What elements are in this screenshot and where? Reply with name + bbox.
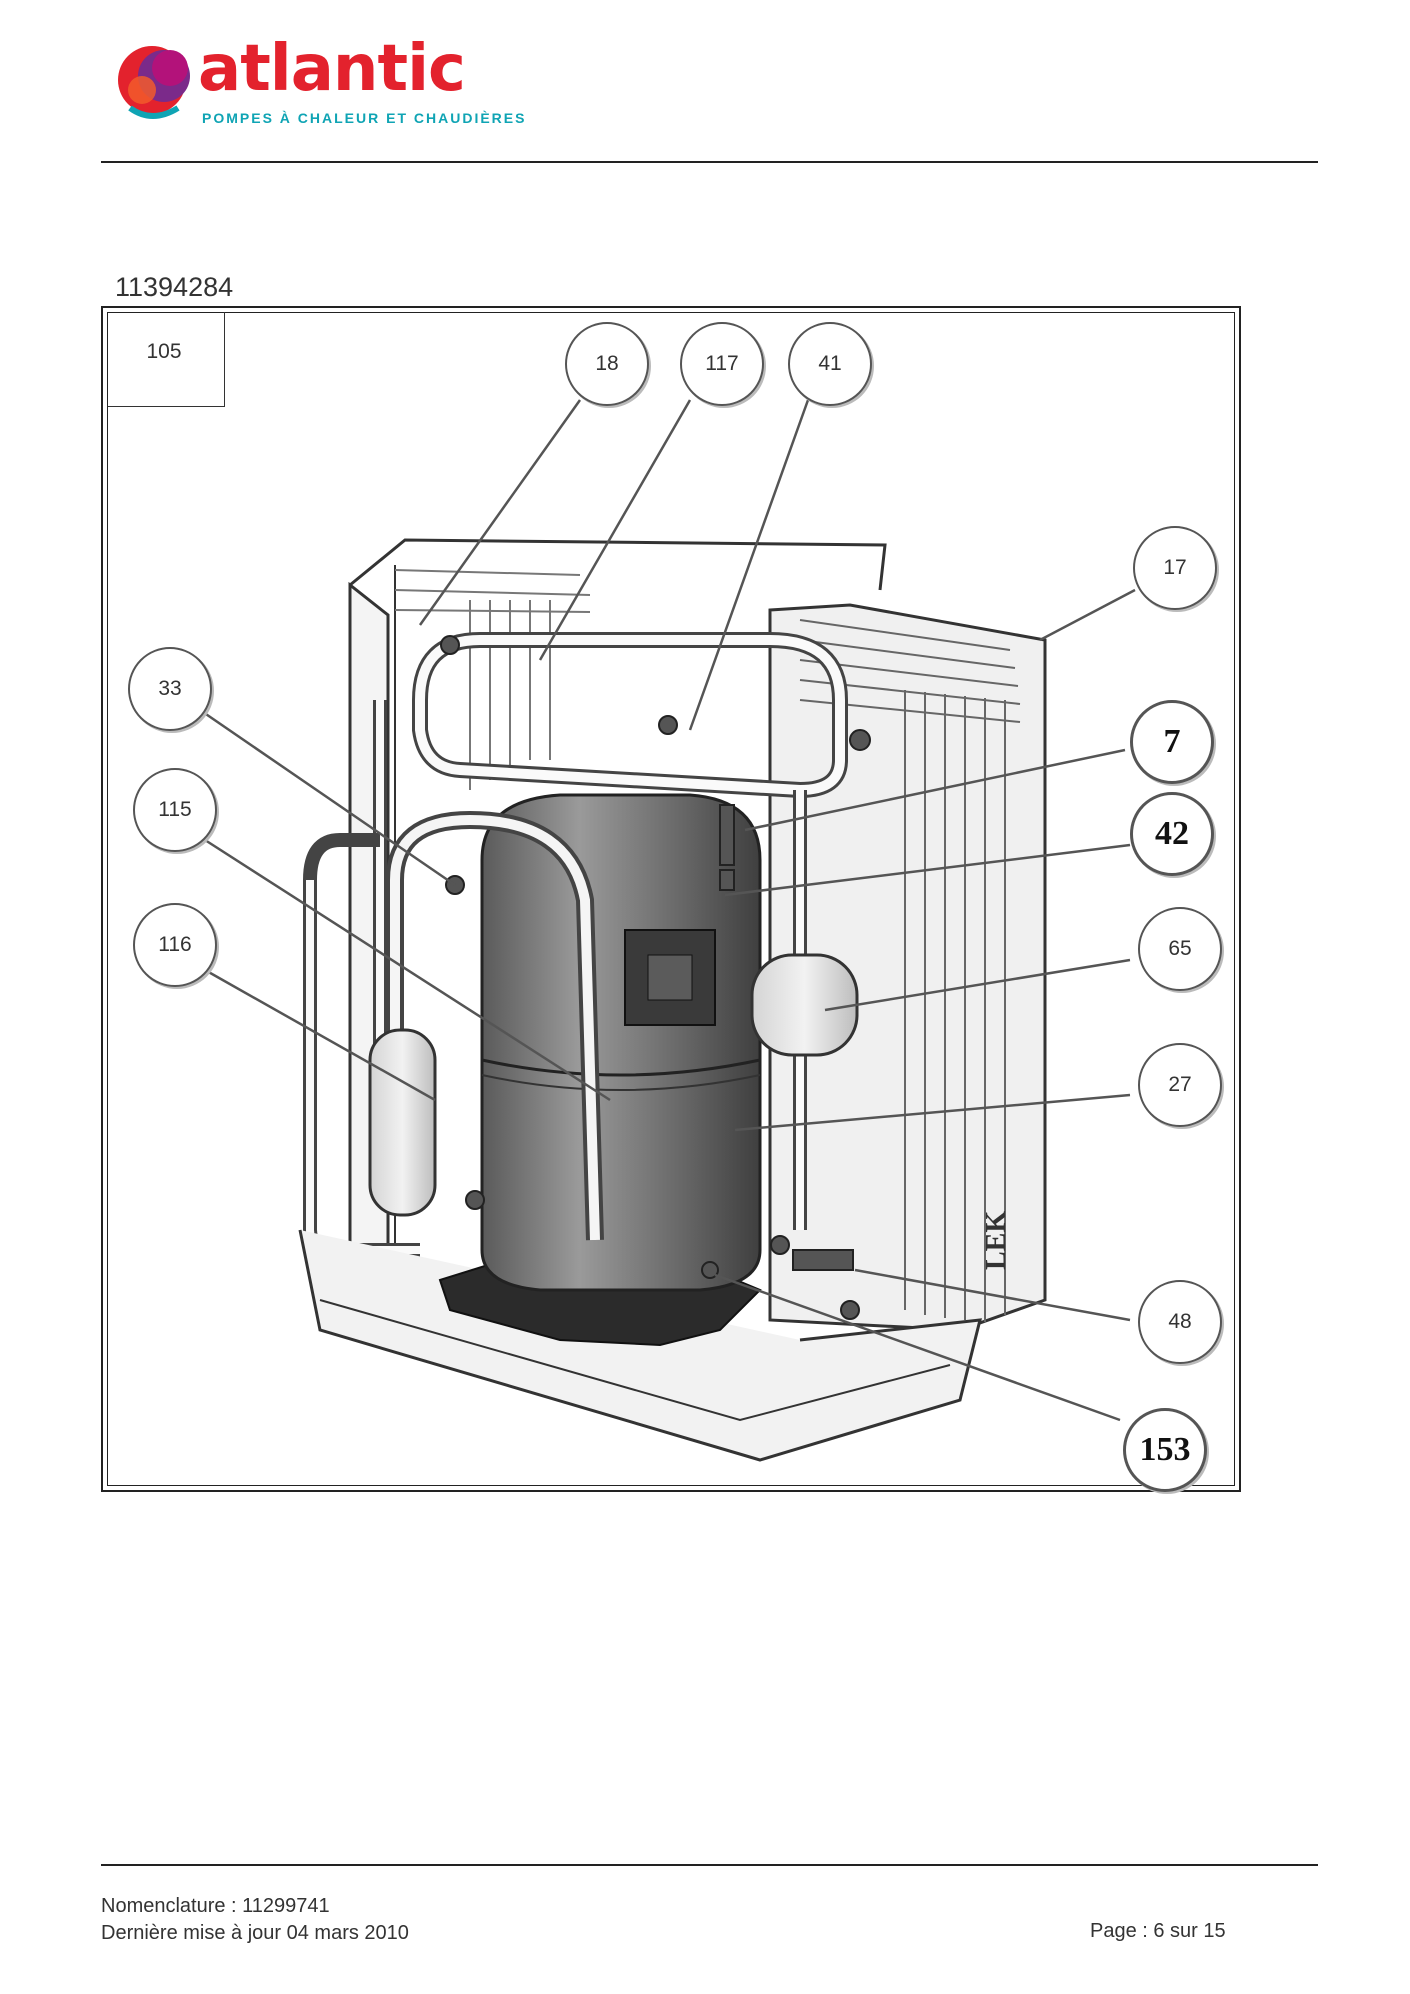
- callout-41: 41: [788, 322, 872, 406]
- callout-33: 33: [128, 647, 212, 731]
- header-divider: [101, 161, 1318, 163]
- footer-info: Nomenclature : 11299741 Dernière mise à …: [101, 1893, 409, 1947]
- nomenclature-text: Nomenclature : 11299741: [101, 1895, 330, 1917]
- callout-42: 42: [1130, 792, 1214, 876]
- callout-48: 48: [1138, 1280, 1222, 1364]
- page-number: Page : 6 sur 15: [1090, 1920, 1226, 1942]
- reference-number: 105: [146, 340, 182, 363]
- callout-17: 17: [1133, 526, 1217, 610]
- accumulator: [368, 1028, 437, 1217]
- compressor: [480, 793, 762, 1292]
- callout-65: 65: [1138, 907, 1222, 991]
- callout-27: 27: [1138, 1043, 1222, 1127]
- brand-logo-mark-icon: [118, 46, 190, 119]
- diagram-frame: [101, 306, 1241, 1492]
- callout-115: 115: [133, 768, 217, 852]
- callout-116: 116: [133, 903, 217, 987]
- reference-box: [108, 312, 225, 407]
- brand-logo: atlantic POMPES À CHALEUR ET CHAUDIÈRES: [112, 32, 524, 130]
- brand-tagline: POMPES À CHALEUR ET CHAUDIÈRES: [202, 110, 527, 126]
- callout-18: 18: [565, 322, 649, 406]
- last-updated-text: Dernière mise à jour 04 mars 2010: [101, 1922, 409, 1944]
- document-number: 11394284: [115, 272, 234, 302]
- callout-117: 117: [680, 322, 764, 406]
- leader-lines: [199, 399, 1136, 1422]
- filter-drier: [750, 953, 859, 1057]
- footer-divider: [101, 1864, 1318, 1866]
- lek-stamp: LEK: [981, 1211, 1012, 1270]
- pipe-fittings: [440, 635, 871, 1320]
- callout-153: 153: [1123, 1408, 1207, 1492]
- brand-name: atlantic: [198, 32, 466, 106]
- callout-7: 7: [1130, 700, 1214, 784]
